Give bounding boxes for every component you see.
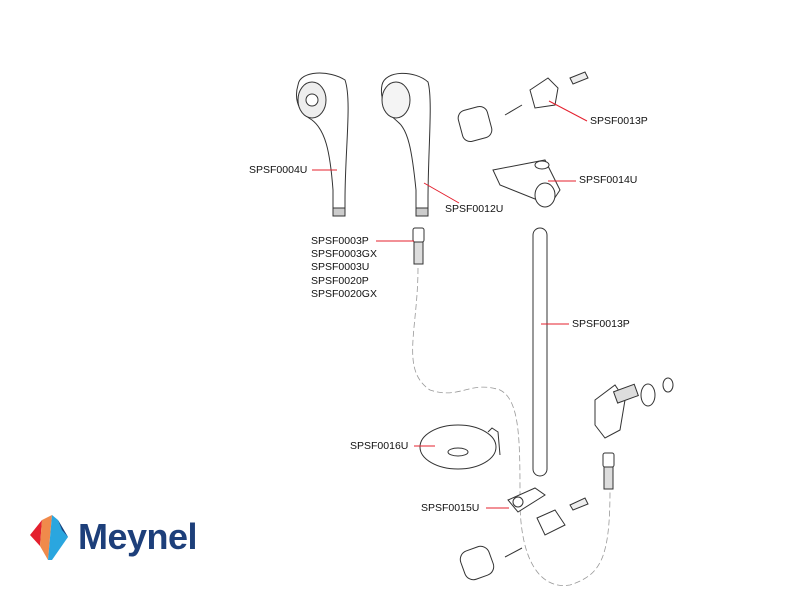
lower-bracket bbox=[459, 487, 589, 581]
soap-dish bbox=[419, 424, 501, 470]
hose-connector bbox=[412, 227, 425, 265]
rail bbox=[532, 227, 548, 477]
label-hose-4: SPSF0020GX bbox=[311, 288, 377, 300]
label-handset-b: SPSF0012U bbox=[445, 203, 504, 215]
brand-logo-text: Meynel bbox=[78, 516, 198, 557]
label-rail: SPSF0013P bbox=[572, 318, 630, 330]
handset-spsf0004u bbox=[296, 72, 349, 217]
label-handset-a: SPSF0004U bbox=[249, 164, 308, 176]
meynel-logo-mark bbox=[30, 515, 68, 560]
slider bbox=[492, 159, 561, 208]
hose-path bbox=[412, 267, 611, 586]
handset-spsf0012u bbox=[380, 72, 431, 217]
label-hose-3: SPSF0020P bbox=[311, 275, 369, 287]
label-wall-bracket-top: SPSF0013P bbox=[590, 115, 648, 127]
top-bracket bbox=[457, 71, 589, 143]
label-hose-2: SPSF0003U bbox=[311, 261, 370, 273]
label-bracket-spacer: SPSF0015U bbox=[421, 502, 480, 514]
label-hose-1: SPSF0003GX bbox=[311, 248, 377, 260]
label-hose-0: SPSF0003P bbox=[311, 235, 369, 247]
callout-lines bbox=[312, 100, 588, 509]
wall-elbow bbox=[594, 377, 674, 490]
label-soap-dish: SPSF0016U bbox=[350, 440, 409, 452]
label-slider: SPSF0014U bbox=[579, 174, 638, 186]
